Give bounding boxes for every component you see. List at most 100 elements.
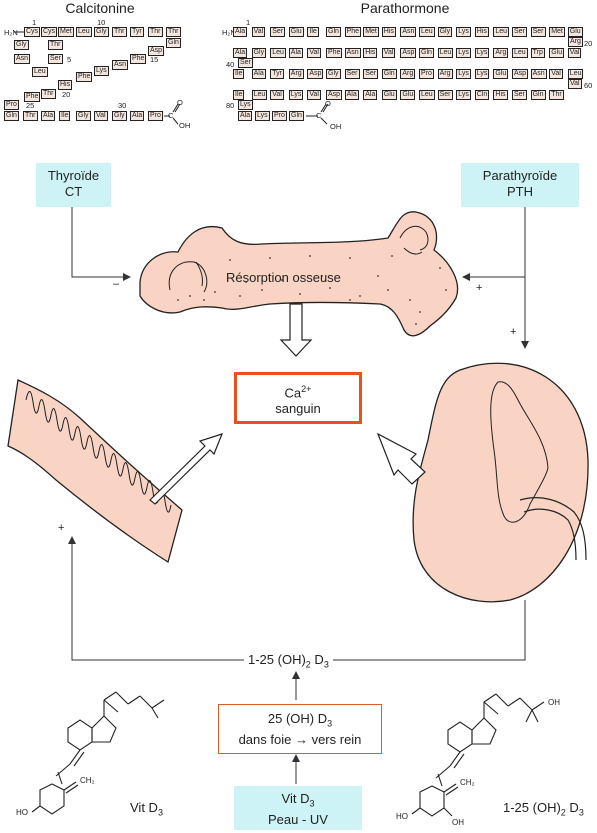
parathormone-aa: Glu xyxy=(400,90,416,100)
calcitonine-aa: Asn xyxy=(112,60,129,70)
parathormone-aa: Ser xyxy=(512,90,527,100)
calcitonine-aa: Thr xyxy=(23,111,38,121)
parathormone-cterm-oh: OH xyxy=(330,122,342,131)
parathormone-aa: Ser xyxy=(363,69,379,79)
calcium-symbol: Ca xyxy=(284,385,302,401)
calcitonine-aa: Cys xyxy=(24,27,41,37)
calcitonine-aa: Tyr xyxy=(130,27,144,37)
calcitonine-aa: Gly xyxy=(14,40,29,50)
arrow-kidney-to-blood xyxy=(376,432,426,485)
calcitonine-aa: Leu xyxy=(32,67,48,77)
calcitonine-title: Calcitonine xyxy=(65,0,135,16)
parathormone-aa: Phe xyxy=(344,27,362,37)
parathormone-aa: Ser xyxy=(530,27,546,37)
calcitonine-num-20: 20 xyxy=(62,90,71,99)
parathormone-aa: Val xyxy=(381,48,396,58)
calcitonine-aa: Gln xyxy=(4,111,19,121)
parathormone-cterm-o: O xyxy=(325,99,331,108)
parathormone-num-40: 40 xyxy=(226,60,235,69)
calcitonine-num-30: 30 xyxy=(118,101,127,110)
calcitriol-name-sub2: 3 xyxy=(578,807,584,818)
parathyroid-hormone: PTH xyxy=(507,184,533,199)
parathormone-aa: Ser xyxy=(344,69,360,79)
parathormone-aa: Ala xyxy=(288,48,303,58)
parathormone-aa: Ser xyxy=(270,27,286,37)
liver-box-sub: 3 xyxy=(327,718,333,729)
thyroid-hormone: CT xyxy=(64,184,83,199)
parathormone-aa: Leu xyxy=(567,69,584,79)
parathormone-aa: Lys xyxy=(474,69,490,79)
parathormone-aa: Val xyxy=(307,90,321,100)
parathormone-aa: Gly xyxy=(326,69,341,79)
bone-shape xyxy=(139,211,459,337)
calcitriol-sub1: 2 xyxy=(305,659,311,670)
parathormone-aa: Leu xyxy=(251,90,268,100)
calcitonine-cterm-oh: OH xyxy=(179,121,191,130)
parathormone-aa: Gly xyxy=(251,48,267,58)
calcitonine-aa: Ala xyxy=(130,111,145,121)
parathormone-num-60: 60 xyxy=(584,81,593,90)
parathormone-aa: Ser xyxy=(437,90,453,100)
calcitonine-num-25: 25 xyxy=(26,101,35,110)
parathormone-aa: Trp xyxy=(530,48,545,58)
calcitriol-name-sub1: 2 xyxy=(560,807,566,818)
kidney-shape xyxy=(412,362,589,603)
blood-label: sanguin xyxy=(275,401,321,417)
line-pth-to-bone xyxy=(468,207,526,278)
arrow-bone-to-blood xyxy=(279,303,313,357)
parathyroid-box: Parathyroïde PTH xyxy=(461,163,579,207)
source-box: Vit D3 Peau - UV xyxy=(234,786,362,830)
calcitonine-aa: Thr xyxy=(148,27,163,37)
parathormone-aa: Gln xyxy=(530,90,546,100)
parathormone-aa: Pro xyxy=(272,111,287,121)
calcitriol-prefix: 1-25 (OH) xyxy=(248,652,306,667)
parathormone-aa: Lys xyxy=(456,27,471,37)
parathormone-aa: Lys xyxy=(474,48,490,58)
parathormone-aa: Ala xyxy=(344,90,359,100)
plus-sign-intestine: + xyxy=(58,522,65,534)
calcitonine-aa: Leu xyxy=(76,27,92,37)
bone-label: Résorption osseuse xyxy=(226,270,341,285)
calcitonine-aa: Val xyxy=(94,111,108,121)
parathormone-aa: Gln xyxy=(419,48,434,58)
parathormone-aa: Leu xyxy=(512,48,528,58)
calcitonine-aa: Phe xyxy=(24,92,41,102)
parathormone-aa: His xyxy=(381,27,396,37)
arrow-intestine-to-blood xyxy=(149,433,224,505)
calcitriol-name-mid: D xyxy=(565,800,579,815)
parathormone-aa: Val xyxy=(251,27,266,37)
vitd3-structure xyxy=(31,691,165,815)
parathormone-aa: Phe xyxy=(326,48,343,58)
calcitriol-mid: D xyxy=(310,652,324,667)
parathormone-aa: Asp xyxy=(512,69,529,79)
calcitonine-aa: Thr xyxy=(112,27,127,37)
parathormone-aa: Gly xyxy=(437,27,453,37)
thyroid-label: Thyroïde xyxy=(47,168,100,183)
thyroid-box: Thyroïde CT xyxy=(36,163,111,207)
parathormone-aa: Arg xyxy=(400,69,416,79)
calcitriol-name: 1-25 (OH)2 D3 xyxy=(503,800,584,818)
calcitonine-num-1: 1 xyxy=(32,18,37,27)
parathormone-aa: Gln xyxy=(326,27,341,37)
liver-box-description: dans foie → vers rein xyxy=(238,731,362,747)
minus-sign-thyroid: – xyxy=(113,278,120,290)
parathormone-aa: Ala xyxy=(251,69,266,79)
source-box-origin: Peau - UV xyxy=(268,811,328,827)
parathormone-aa: Ser xyxy=(238,58,253,68)
parathormone-aa: Ile xyxy=(233,90,245,100)
calcitonine-aa: Thr xyxy=(166,27,181,37)
parathormone-title: Parathormone xyxy=(360,0,450,16)
source-box-compound: Vit D xyxy=(281,791,310,806)
parathormone-h2n: H₂N xyxy=(222,28,236,37)
parathormone-aa: Arg xyxy=(493,48,509,58)
plus-sign-pth-kidney: + xyxy=(510,326,517,338)
parathormone-num-20: 20 xyxy=(584,39,593,48)
calcitonine-aa: Asp xyxy=(148,46,165,56)
parathormone-aa: Val xyxy=(549,69,563,79)
vitd3-ho: HO xyxy=(16,808,28,817)
parathormone-aa: Lys xyxy=(456,90,471,100)
parathormone-aa: Ile xyxy=(307,27,319,37)
source-box-sub: 3 xyxy=(309,798,315,809)
calcitonine-aa: Met xyxy=(58,27,74,37)
